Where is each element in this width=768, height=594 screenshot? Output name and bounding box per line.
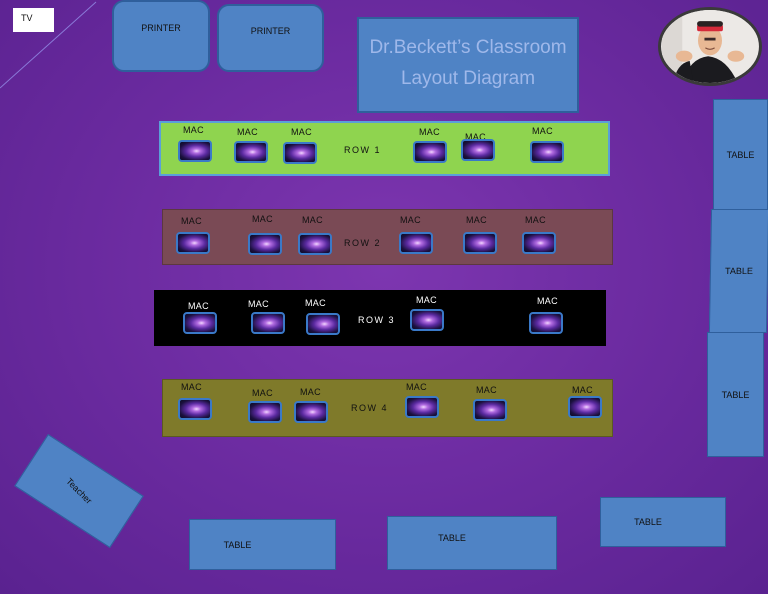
- teacher-avatar: [658, 7, 762, 86]
- mac-screen-icon: [461, 139, 495, 161]
- mac-label: MAC: [248, 299, 269, 309]
- teacher-desk: Teacher: [14, 433, 144, 549]
- mac-label: MAC: [406, 382, 427, 392]
- mac-screen-icon: [405, 396, 439, 418]
- mac-screen-icon: [298, 233, 332, 255]
- side-table-3: TABLE: [707, 332, 764, 457]
- row-1: MAC MAC MAC ROW 1 MAC MAC MAC: [159, 121, 610, 176]
- side-table-1-label: TABLE: [726, 150, 755, 160]
- side-table-2-label: TABLE: [724, 266, 754, 276]
- printer-1-label: PRINTER: [141, 23, 181, 33]
- mac-screen-icon: [178, 398, 212, 420]
- mac-label: MAC: [188, 301, 209, 311]
- mac-label: MAC: [300, 387, 321, 397]
- mac-label: MAC: [183, 125, 204, 135]
- mac-label: MAC: [302, 215, 323, 225]
- mac-screen-icon: [183, 312, 217, 334]
- printer-1: PRINTER: [112, 0, 210, 72]
- bottom-table-1: TABLE: [189, 519, 336, 570]
- corner-line: [0, 1, 97, 89]
- mac-label: MAC: [305, 298, 326, 308]
- mac-screen-icon: [522, 232, 556, 254]
- mac-label: MAC: [252, 388, 273, 398]
- mac-screen-icon: [283, 142, 317, 164]
- mac-label: MAC: [466, 215, 487, 225]
- mac-screen-icon: [306, 313, 340, 335]
- row-2: MAC MAC MAC ROW 2 MAC MAC MAC: [162, 209, 613, 265]
- mac-label: MAC: [419, 127, 440, 137]
- person-icon: [661, 10, 759, 83]
- mac-label: MAC: [252, 214, 273, 224]
- mac-screen-icon: [251, 312, 285, 334]
- printer-2-label: PRINTER: [250, 26, 291, 36]
- mac-label: MAC: [181, 382, 202, 392]
- printer-2: PRINTER: [217, 4, 324, 72]
- bottom-table-1-label: TABLE: [223, 539, 252, 550]
- row-1-label: ROW 1: [344, 145, 382, 155]
- mac-label: MAC: [237, 127, 258, 137]
- mac-label: MAC: [291, 127, 312, 137]
- mac-label: MAC: [537, 296, 558, 306]
- mac-label: MAC: [476, 385, 497, 395]
- mac-screen-icon: [530, 141, 564, 163]
- teacher-desk-label: Teacher: [64, 476, 94, 506]
- mac-label: MAC: [416, 295, 437, 305]
- side-table-2: TABLE: [708, 209, 768, 333]
- side-table-3-label: TABLE: [721, 389, 750, 400]
- title-line-2: Layout Diagram: [400, 68, 536, 89]
- mac-label: MAC: [465, 132, 486, 142]
- mac-screen-icon: [413, 141, 447, 163]
- bottom-table-2-label: TABLE: [438, 533, 466, 543]
- diagram-title: Dr.Beckett’s Classroom Layout Diagram: [357, 17, 579, 113]
- bottom-table-3: TABLE: [600, 497, 726, 547]
- mac-screen-icon: [463, 232, 497, 254]
- mac-screen-icon: [234, 141, 268, 163]
- mac-screen-icon: [473, 399, 507, 421]
- row-3: MAC MAC MAC ROW 3 MAC MAC: [154, 290, 606, 346]
- mac-screen-icon: [248, 401, 282, 423]
- mac-screen-icon: [176, 232, 210, 254]
- mac-screen-icon: [529, 312, 563, 334]
- mac-screen-icon: [410, 309, 444, 331]
- mac-label: MAC: [572, 385, 593, 395]
- mac-screen-icon: [248, 233, 282, 255]
- mac-screen-icon: [399, 232, 433, 254]
- mac-screen-icon: [568, 396, 602, 418]
- mac-label: MAC: [181, 216, 202, 226]
- row-3-label: ROW 3: [358, 315, 396, 325]
- mac-label: MAC: [532, 126, 553, 136]
- tv: TV: [13, 8, 54, 32]
- mac-screen-icon: [178, 140, 212, 162]
- mac-label: MAC: [400, 215, 421, 225]
- title-line-1: Dr.Beckett’s Classroom: [369, 37, 567, 58]
- bottom-table-2: TABLE: [387, 516, 557, 570]
- mac-screen-icon: [294, 401, 328, 423]
- bottom-table-3-label: TABLE: [634, 517, 662, 527]
- side-table-1: TABLE: [713, 99, 768, 211]
- row-2-label: ROW 2: [344, 238, 382, 248]
- row-4-label: ROW 4: [351, 403, 389, 413]
- row-4: MAC MAC MAC ROW 4 MAC MAC MAC: [162, 379, 613, 437]
- mac-label: MAC: [525, 215, 546, 225]
